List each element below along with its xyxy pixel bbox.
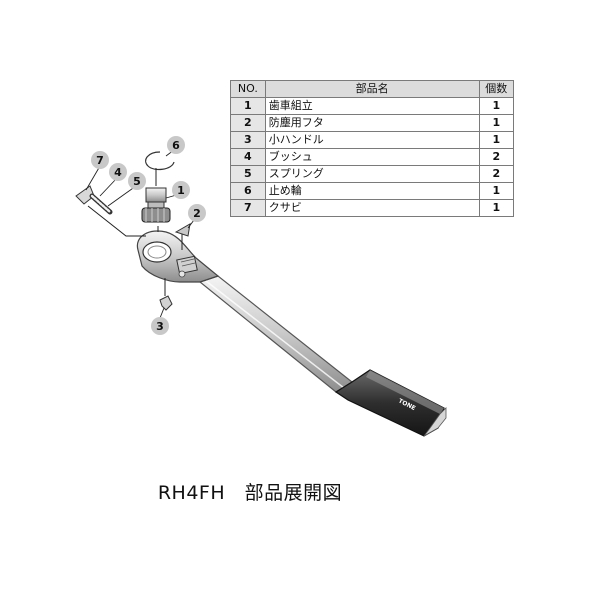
header-part-name: 部品名 [264,80,480,98]
table-row: 5 スプリング 2 [230,165,515,183]
table-row: 3 小ハンドル 1 [230,131,515,149]
table-row: 4 ブッシュ 2 [230,148,515,166]
svg-text:2: 2 [193,207,201,220]
part-number: 1 [230,97,266,115]
part-quantity: 2 [478,165,515,183]
small-handle-part [159,295,173,311]
header-quantity: 個数 [478,80,515,98]
part-name: 歯車組立 [264,97,480,115]
table-row: 1 歯車組立 1 [230,97,515,115]
parts-list-table: NO. 部品名 個数 1 歯車組立 1 2 防塵用フタ 1 3 小ハンドル 1 … [230,80,515,217]
dust-cover-part [174,223,191,237]
part-number: 2 [230,114,266,132]
diagram-caption: RH4FH 部品展開図 [157,482,343,504]
retaining-ring-part [145,151,175,171]
header-no: NO. [230,80,266,98]
svg-text:6: 6 [172,139,180,152]
handle-grip: TONE [334,369,447,437]
part-number: 5 [230,165,266,183]
svg-text:4: 4 [114,166,122,179]
svg-text:5: 5 [133,175,141,188]
svg-text:3: 3 [156,320,164,333]
callout-6: 6 [167,136,185,154]
table-header-row: NO. 部品名 個数 [230,80,515,98]
part-name: スプリング [264,165,480,183]
part-name: 小ハンドル [264,131,480,149]
callout-1: 1 [172,181,190,199]
part-quantity: 2 [478,148,515,166]
callout-7: 7 [91,151,109,169]
wrench-handle: TONE [198,275,447,437]
part-quantity: 1 [478,114,515,132]
part-number: 6 [230,182,266,200]
svg-text:1: 1 [177,184,185,197]
part-number: 7 [230,199,266,217]
callout-leaders [85,149,195,319]
part-quantity: 1 [478,182,515,200]
part-name: クサビ [264,199,480,217]
part-quantity: 1 [478,131,515,149]
bush-spring-part [89,193,113,215]
gear-assembly-part [141,187,171,223]
table-row: 6 止め輪 1 [230,182,515,200]
part-name: 防塵用フタ [264,114,480,132]
part-quantity: 1 [478,97,515,115]
callout-4: 4 [109,163,127,181]
part-name: 止め輪 [264,182,480,200]
assembly-guide-lines [87,168,183,296]
table-row: 7 クサビ 1 [230,199,515,217]
table-row: 2 防塵用フタ 1 [230,114,515,132]
part-quantity: 1 [478,199,515,217]
part-number: 4 [230,148,266,166]
callout-5: 5 [128,172,146,190]
part-number: 3 [230,131,266,149]
part-name: ブッシュ [264,148,480,166]
callout-2: 2 [188,204,206,222]
svg-text:7: 7 [96,154,104,167]
ratchet-head [136,230,220,283]
callout-3: 3 [151,317,169,335]
